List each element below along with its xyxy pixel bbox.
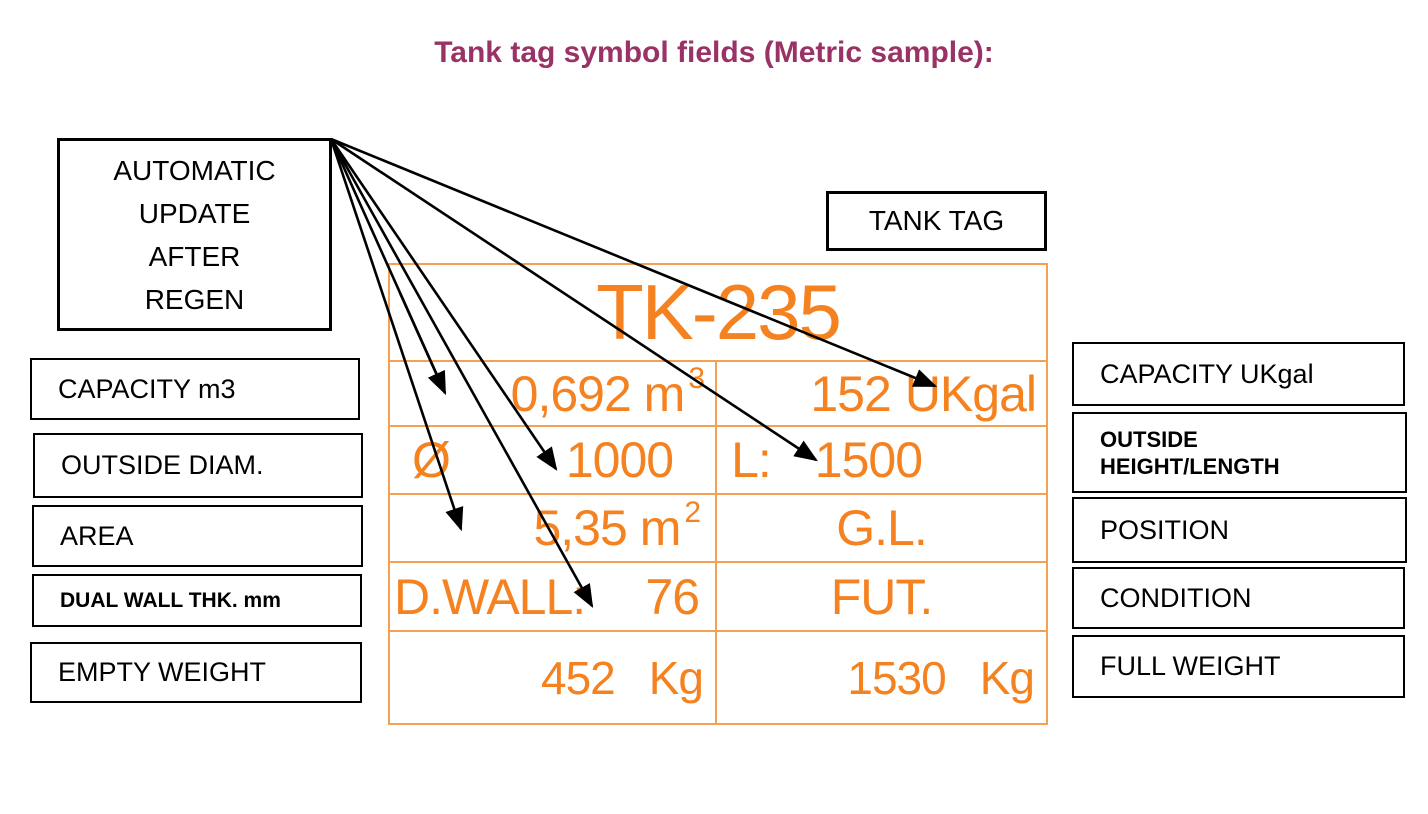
- value-text: G.L.: [836, 500, 927, 556]
- note-line: AUTOMATIC: [113, 154, 276, 186]
- cell-outside-diam-value: Ø 1000: [390, 427, 718, 493]
- value-text: 5,35 m: [533, 500, 681, 556]
- label-capacity-ukgal: CAPACITY UKgal: [1072, 342, 1405, 406]
- note-line: UPDATE: [138, 197, 251, 229]
- label-dual-wall-thk: DUAL WALL THK. mm: [32, 574, 362, 627]
- cell-tank-id: TK-235: [390, 265, 1046, 360]
- label-outside-diam: OUTSIDE DIAM.: [33, 433, 363, 498]
- value-text: 0,692 m: [510, 365, 686, 422]
- page-title: Tank tag symbol fields (Metric sample):: [434, 36, 994, 69]
- note-line: AFTER: [148, 240, 241, 272]
- table-row: Ø 1000 L: 1500: [390, 425, 1046, 493]
- cell-length-value: L: 1500: [717, 427, 1046, 493]
- label-capacity-m3: CAPACITY m3: [30, 358, 360, 420]
- label-text: FULL WEIGHT: [1100, 651, 1281, 681]
- cell-full-weight-value: 1530 Kg: [717, 632, 1046, 723]
- label-area: AREA: [32, 505, 363, 567]
- note-line: REGEN: [144, 283, 245, 315]
- table-row: D.WALL: 76 FUT.: [390, 561, 1046, 630]
- superscript: 2: [684, 496, 702, 529]
- label-outside-height-length: OUTSIDE HEIGHT/LENGTH: [1072, 412, 1407, 493]
- cell-condition-value: FUT.: [717, 563, 1046, 630]
- tank-tag-heading: TANK TAG: [826, 191, 1047, 251]
- length-prefix: L:: [731, 432, 772, 488]
- value-text: 1000: [565, 432, 674, 488]
- cell-empty-weight-value: 452 Kg: [390, 632, 717, 723]
- label-full-weight: FULL WEIGHT: [1072, 635, 1405, 698]
- label-text: CAPACITY UKgal: [1100, 358, 1314, 389]
- unit-text: Kg: [648, 651, 704, 704]
- value-text: 152: [810, 365, 891, 422]
- label-text: OUTSIDE DIAM.: [61, 450, 264, 480]
- tank-id-value: TK-235: [596, 268, 842, 356]
- cell-dual-wall-value: D.WALL: 76: [390, 563, 718, 630]
- label-text: EMPTY WEIGHT: [58, 657, 267, 687]
- superscript: 3: [688, 361, 705, 395]
- unit-text: UKgal: [904, 365, 1037, 422]
- cell-position-value: G.L.: [717, 495, 1046, 561]
- label-text: POSITION: [1100, 514, 1230, 545]
- label-empty-weight: EMPTY WEIGHT: [30, 642, 362, 703]
- value-text: 1500: [814, 432, 923, 488]
- unit-text: Kg: [979, 651, 1035, 704]
- label-text: CONDITION: [1100, 582, 1252, 613]
- automatic-update-note: AUTOMATIC UPDATE AFTER REGEN: [57, 138, 332, 331]
- label-text: DUAL WALL THK. mm: [60, 588, 281, 612]
- value-text: 76: [645, 568, 700, 625]
- label-text: CAPACITY m3: [58, 373, 236, 404]
- value-text: 1530: [847, 651, 946, 704]
- dwall-prefix: D.WALL:: [394, 568, 586, 625]
- value-text: 452: [540, 651, 616, 704]
- label-position: POSITION: [1072, 497, 1407, 563]
- label-text: AREA: [60, 520, 134, 551]
- label-text: OUTSIDE HEIGHT/LENGTH: [1100, 426, 1280, 479]
- diameter-symbol: Ø: [412, 432, 451, 488]
- value-text: FUT.: [830, 568, 934, 625]
- tank-tag-heading-label: TANK TAG: [868, 205, 1005, 236]
- table-row: 452 Kg 1530 Kg: [390, 630, 1046, 723]
- label-condition: CONDITION: [1072, 567, 1405, 629]
